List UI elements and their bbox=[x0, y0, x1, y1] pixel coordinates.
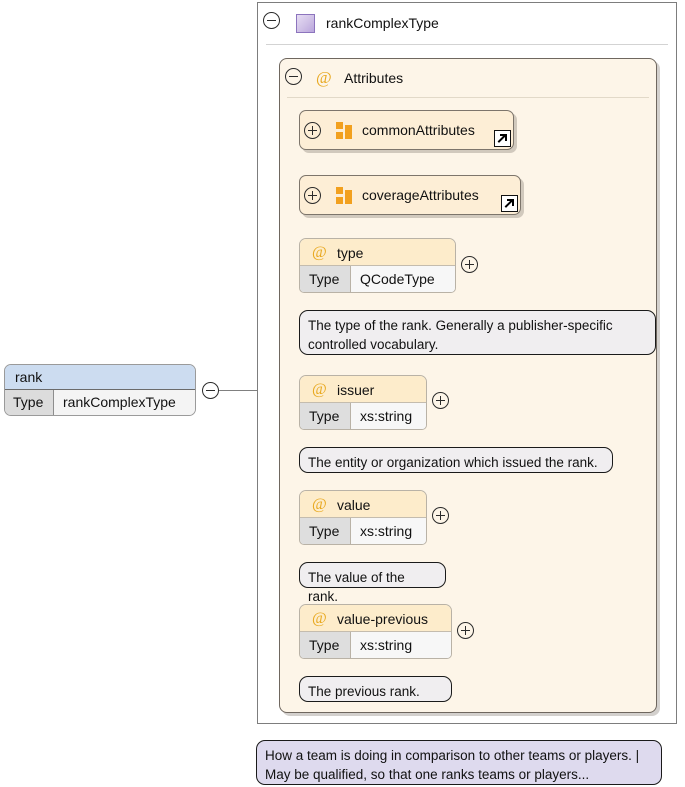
collapse-toggle-attributes[interactable] bbox=[285, 68, 302, 85]
documentation-callout-value: The value of the rank. bbox=[299, 562, 446, 604]
documentation-callout-type: The type of the rank. Generally a publis… bbox=[299, 310, 656, 355]
complextype-title: rankComplexType bbox=[326, 15, 439, 31]
callout-notch-icon bbox=[279, 730, 303, 742]
attribute-type-value: xs:string bbox=[351, 632, 451, 658]
attribute-name: issuer bbox=[337, 382, 375, 398]
at-symbol-icon: @ bbox=[312, 610, 327, 627]
external-link-icon[interactable] bbox=[494, 130, 511, 147]
element-name-rank: rank bbox=[5, 365, 195, 390]
callout-notch-icon bbox=[322, 437, 346, 449]
at-symbol-icon: @ bbox=[312, 244, 327, 261]
attribute-name: value bbox=[337, 497, 371, 513]
at-symbol-icon: @ bbox=[312, 381, 327, 398]
attribute-header-issuer: @ issuer bbox=[300, 376, 426, 403]
attribute-group-icon bbox=[336, 122, 354, 139]
attribute-name: value-previous bbox=[337, 611, 429, 627]
attribute-box-type[interactable]: @ type Type QCodeType bbox=[299, 238, 456, 293]
attribute-name: type bbox=[337, 245, 364, 261]
complextype-separator bbox=[266, 44, 668, 45]
attribute-box-value-previous[interactable]: @ value-previous Type xs:string bbox=[299, 604, 452, 659]
attribute-type-row: Type xs:string bbox=[300, 518, 426, 544]
collapse-toggle-rank[interactable] bbox=[202, 382, 219, 399]
expand-toggle-attribute-issuer[interactable] bbox=[432, 392, 449, 409]
attribute-group-label: commonAttributes bbox=[362, 122, 475, 138]
expand-toggle-attribute-value-previous[interactable] bbox=[457, 622, 474, 639]
documentation-callout-value-previous: The previous rank. bbox=[299, 676, 452, 702]
complextype-header: rankComplexType bbox=[258, 3, 676, 44]
attribute-type-value: xs:string bbox=[351, 403, 426, 429]
attribute-type-value: xs:string bbox=[351, 518, 426, 544]
attribute-group-label: coverageAttributes bbox=[362, 187, 479, 203]
documentation-callout-issuer: The entity or organization which issued … bbox=[299, 447, 613, 473]
callout-notch-icon bbox=[322, 666, 346, 678]
attribute-type-label: Type bbox=[300, 266, 351, 292]
expand-toggle-attribute-type[interactable] bbox=[461, 256, 478, 273]
callout-notch-icon bbox=[322, 300, 346, 312]
attribute-type-row: Type xs:string bbox=[300, 403, 426, 429]
callout-notch-icon bbox=[322, 552, 346, 564]
attribute-type-label: Type bbox=[300, 403, 351, 429]
attribute-type-row: Type QCodeType bbox=[300, 266, 455, 292]
attribute-group-box-common[interactable]: commonAttributes bbox=[299, 110, 514, 150]
attribute-type-value: QCodeType bbox=[351, 266, 455, 292]
attribute-group-icon bbox=[336, 187, 354, 204]
attributes-separator bbox=[287, 97, 649, 98]
expand-toggle-coverage-attributes[interactable] bbox=[304, 187, 321, 204]
documentation-callout-element: How a team is doing in comparison to oth… bbox=[256, 740, 662, 785]
attribute-type-row: Type xs:string bbox=[300, 632, 451, 658]
at-symbol-icon: @ bbox=[312, 496, 327, 513]
element-type-value: rankComplexType bbox=[54, 390, 195, 415]
attribute-group-box-coverage[interactable]: coverageAttributes bbox=[299, 175, 521, 215]
attribute-box-issuer[interactable]: @ issuer Type xs:string bbox=[299, 375, 427, 430]
attributes-title: Attributes bbox=[344, 70, 404, 86]
external-link-icon[interactable] bbox=[501, 195, 518, 212]
complextype-icon bbox=[296, 14, 315, 33]
attribute-type-label: Type bbox=[300, 632, 351, 658]
attribute-box-value[interactable]: @ value Type xs:string bbox=[299, 490, 427, 545]
attribute-header-value: @ value bbox=[300, 491, 426, 518]
at-symbol-icon: @ bbox=[316, 68, 332, 87]
element-box-rank[interactable]: rank Type rankComplexType bbox=[4, 364, 196, 416]
expand-toggle-attribute-value[interactable] bbox=[432, 507, 449, 524]
attribute-header-value-previous: @ value-previous bbox=[300, 605, 451, 632]
element-type-label: Type bbox=[5, 390, 54, 415]
expand-toggle-common-attributes[interactable] bbox=[304, 122, 321, 139]
connector-line-root bbox=[219, 390, 258, 391]
attribute-type-label: Type bbox=[300, 518, 351, 544]
element-type-row: Type rankComplexType bbox=[5, 390, 195, 415]
attributes-header: @ Attributes bbox=[280, 59, 656, 97]
attribute-header-type: @ type bbox=[300, 239, 455, 266]
collapse-toggle-complextype[interactable] bbox=[263, 12, 280, 29]
